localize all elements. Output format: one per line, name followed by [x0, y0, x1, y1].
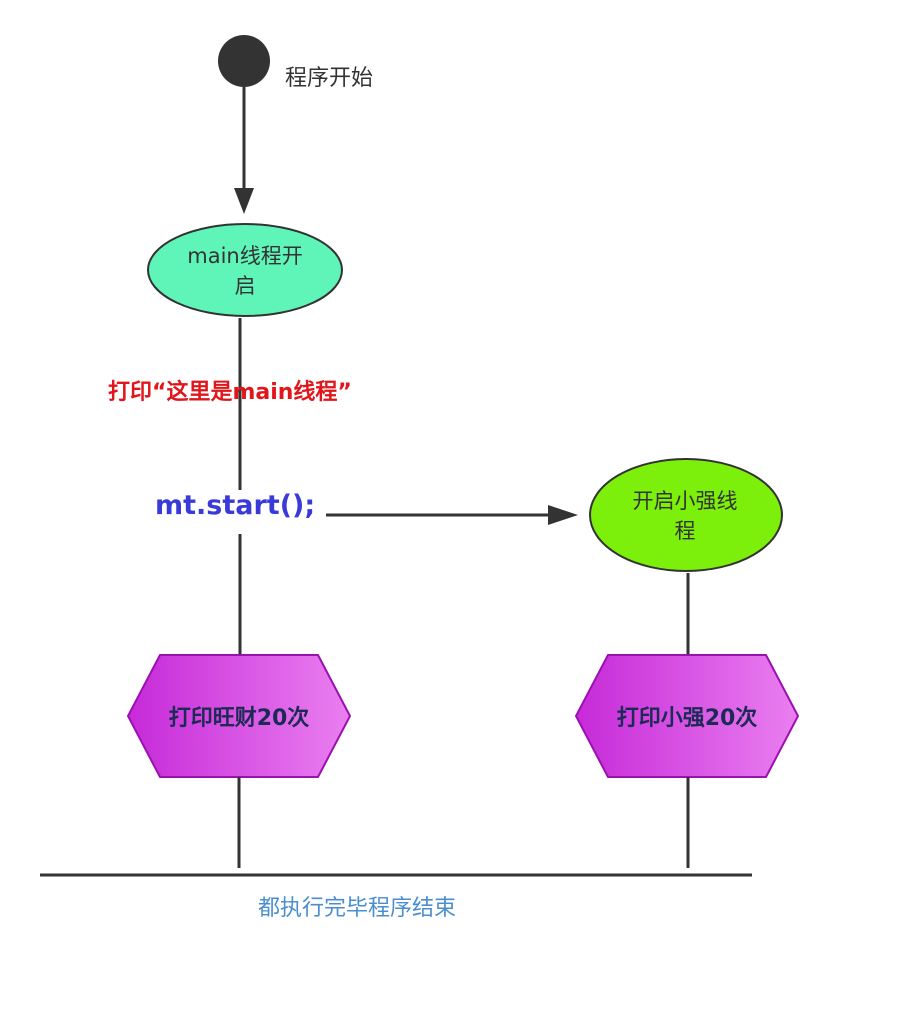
xiaoqiang-thread-label-line1: 开启小强线: [632, 489, 738, 513]
start-node: [218, 35, 270, 87]
main-thread-label-line1: main线程开: [187, 244, 303, 268]
main-thread-label: main线程开 启: [165, 236, 325, 306]
print-main-label: 打印“这里是main线程”: [108, 380, 352, 405]
xiaoqiang-thread-label-line2: 程: [674, 519, 696, 543]
xiaoqiang-thread-node: [589, 458, 783, 572]
start-to-main-arrowhead: [234, 188, 254, 214]
start-call-arrowhead: [548, 505, 578, 525]
end-label: 都执行完毕程序结束: [258, 896, 457, 921]
xiaoqiang-thread-label: 开启小强线 程: [605, 476, 765, 556]
task-xiaoqiang-label: 打印小强20次: [616, 706, 758, 731]
main-thread-label-line2: 启: [234, 274, 256, 298]
start-label: 程序开始: [285, 66, 374, 91]
task-xiaoqiang-hexagon: [574, 654, 800, 778]
main-thread-node: [147, 223, 343, 317]
task-wangcai-hexagon: [126, 654, 352, 778]
start-call-label: mt.start();: [153, 490, 318, 521]
task-wangcai-label: 打印旺财20次: [168, 706, 310, 731]
